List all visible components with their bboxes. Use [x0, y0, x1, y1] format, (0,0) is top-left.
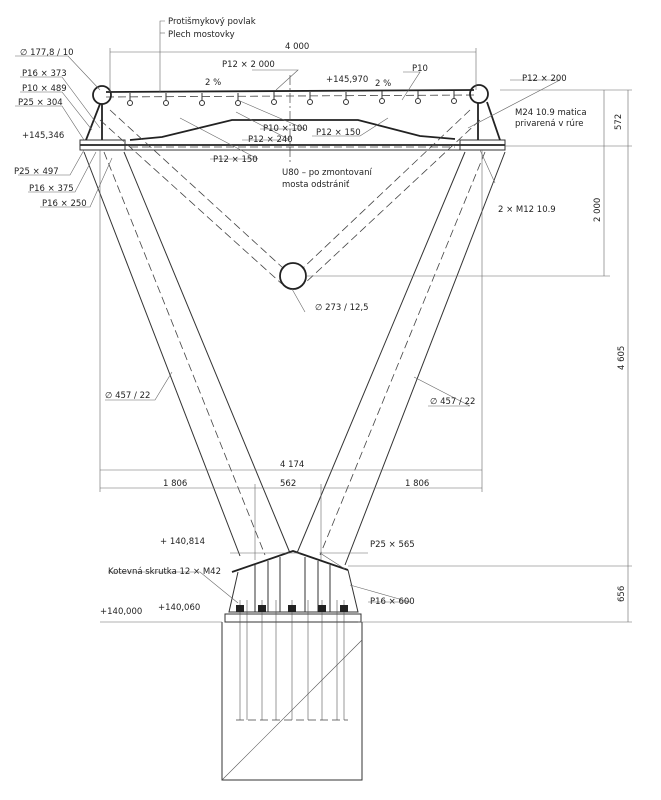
- label-deck-plate: Plech mostovky: [168, 30, 235, 40]
- base: [221, 550, 363, 781]
- dim-656: 656: [617, 586, 627, 602]
- label-level-top: +145,970: [326, 75, 368, 85]
- label-p12-240: P12 × 240: [248, 135, 293, 145]
- label-slope-right: 2 %: [375, 79, 391, 89]
- label-leg-right: ∅ 457 / 22: [430, 397, 475, 407]
- foundation-plate: [224, 613, 362, 623]
- dim-562: 562: [280, 479, 296, 489]
- label-tube-brace: ∅ 273 / 12,5: [315, 303, 369, 313]
- label-anchor-bolt: Kotevná skrutka 12 × M42: [108, 567, 221, 577]
- label-m24-line1: M24 10.9 matica: [515, 108, 587, 118]
- label-p10-489: P10 × 489: [22, 84, 67, 94]
- edge-bracket-right: [486, 101, 501, 141]
- edge-tube-left: [92, 85, 112, 105]
- label-level-140814: + 140,814: [160, 537, 205, 547]
- dim-4174: 4 174: [280, 460, 304, 470]
- right-leg-outer: [344, 151, 506, 566]
- label-u80-line2: mosta odstrániť: [282, 180, 350, 190]
- label-u80-line1: U80 – po zmontovaní: [282, 168, 372, 178]
- dim-2000: 2 000: [593, 198, 603, 222]
- leader-lines: [15, 20, 561, 604]
- deck-top-plate: [105, 89, 475, 93]
- cross-girder-bottom-flange: [129, 119, 456, 141]
- bearing-right: [459, 139, 506, 151]
- left-leg-axis: [103, 151, 266, 556]
- label-tube-top: ∅ 177,8 / 10: [20, 48, 74, 58]
- label-level-140000: +140,000: [100, 607, 142, 617]
- label-p16-600: P16 × 600: [370, 597, 415, 607]
- label-p16-375: P16 × 375: [29, 184, 74, 194]
- edge-tube-right: [469, 84, 489, 104]
- label-p10-100: P10 × 100: [263, 124, 308, 134]
- anchor-bolts: [239, 600, 345, 720]
- label-m12: 2 × M12 10.9: [498, 205, 556, 215]
- dim-572: 572: [614, 114, 624, 130]
- label-p10: P10: [412, 64, 428, 74]
- base-plate-p25: [231, 550, 349, 573]
- dim-top-width: 4 000: [285, 42, 309, 52]
- label-p16-373: P16 × 373: [22, 69, 67, 79]
- label-p25-565: P25 × 565: [370, 540, 415, 550]
- dim-1806-left: 1 806: [163, 479, 187, 489]
- label-p25-497: P25 × 497: [14, 167, 59, 177]
- dim-4605: 4 605: [617, 346, 627, 370]
- label-m24-line2: privarená v rúre: [515, 119, 583, 129]
- pylon-legs: [83, 151, 506, 566]
- label-anti-slip: Protišmykový povlak: [168, 16, 256, 27]
- right-leg-axis: [319, 151, 486, 556]
- dim-1806-right: 1 806: [405, 479, 429, 489]
- left-leg-outer: [83, 151, 241, 557]
- label-p12-200: P12 × 200: [522, 74, 567, 84]
- foundation-block: [221, 622, 363, 781]
- deck-stiffeners: [127, 91, 457, 106]
- label-p16-250: P16 × 250: [42, 199, 87, 209]
- label-p12-2000: P12 × 2 000: [222, 60, 275, 70]
- brace-tube: [279, 262, 307, 290]
- left-leg-inner: [123, 151, 291, 554]
- base-stiffeners: [254, 557, 331, 612]
- label-p25-304: P25 × 304: [18, 98, 63, 108]
- label-p12-150-b: P12 × 150: [213, 155, 258, 165]
- dimension-lines: [99, 48, 632, 623]
- bolt-nuts: [236, 605, 348, 612]
- right-leg-inner: [296, 151, 466, 554]
- hatch: [221, 639, 363, 781]
- label-p12-150-a: P12 × 150: [316, 128, 361, 138]
- label-slope-left: 2 %: [205, 78, 221, 88]
- label-leg-left: ∅ 457 / 22: [105, 391, 150, 401]
- label-level-140060: +140,060: [158, 603, 200, 613]
- deck: [79, 75, 506, 165]
- label-level-left: +145,346: [22, 131, 64, 141]
- edge-bracket-left: [85, 103, 101, 141]
